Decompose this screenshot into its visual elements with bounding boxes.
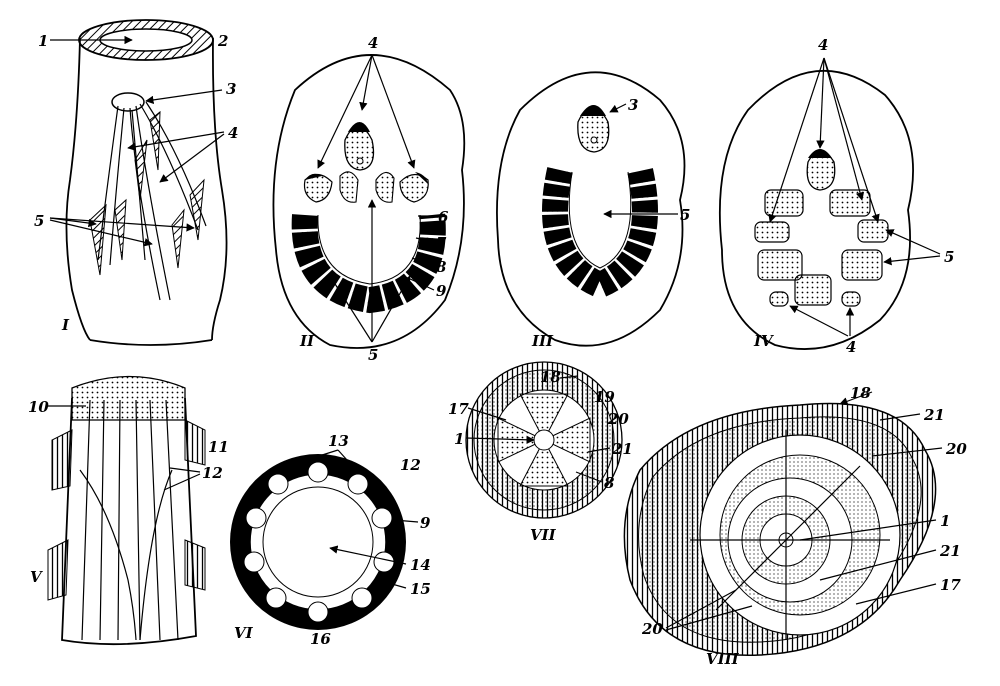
label-9: 9	[436, 282, 447, 300]
figure-6-numeral: VI	[234, 624, 254, 642]
label-4: 4	[818, 36, 828, 54]
label-19: 19	[594, 388, 615, 406]
label-20b: 20	[641, 620, 663, 638]
label-8: 8	[436, 258, 447, 276]
label-17: 17	[448, 400, 469, 418]
figure-5-numeral: V	[30, 568, 43, 586]
label-21: 21	[611, 440, 633, 458]
label-13: 13	[328, 432, 349, 450]
label-7: 7	[436, 234, 447, 252]
label-5: 5	[680, 206, 690, 224]
label-6: 6	[438, 208, 449, 226]
label-17: 17	[940, 576, 961, 594]
label-4: 4	[228, 124, 238, 142]
label-21: 21	[923, 406, 945, 424]
label-16: 16	[310, 630, 331, 648]
figure-1-numeral: I	[61, 316, 70, 334]
label-2: 2	[217, 32, 228, 50]
label-8: 8	[604, 474, 615, 492]
label-18: 18	[540, 368, 561, 386]
figure-3-numeral: III	[531, 332, 554, 350]
figure-3-cross-section: 3 5 III	[496, 71, 690, 350]
label-20: 20	[607, 410, 629, 428]
figure-2-numeral: II	[299, 332, 315, 350]
label-3: 3	[628, 96, 638, 114]
figure-4-numeral: IV	[753, 332, 774, 350]
label-12: 12	[400, 456, 421, 474]
label-5: 5	[368, 346, 378, 364]
label-5: 5	[944, 248, 954, 266]
figure-5-stem-strands: 10 11 12 V	[28, 375, 229, 646]
label-10: 10	[28, 398, 49, 416]
figure-6-ring-section: 13 12 9 14 15 16 VI	[230, 432, 431, 648]
label-4b: 4	[846, 338, 856, 356]
label-5: 5	[34, 212, 44, 230]
label-12: 12	[202, 464, 223, 482]
label-20: 20	[945, 440, 967, 458]
label-1: 1	[940, 512, 950, 530]
label-4: 4	[368, 34, 378, 52]
label-14: 14	[410, 556, 431, 574]
figure-8-mature-stem: 18 21 20 1 21 17 20 VIII	[623, 384, 967, 668]
figure-2-cross-section: 4 6 7 8 9 5 II	[272, 34, 466, 364]
figure-1-stem-cylinder: 1 2 3 4 5 I	[34, 19, 238, 346]
figure-8-numeral: VIII	[706, 650, 740, 668]
label-21b: 21	[939, 542, 961, 560]
label-18: 18	[850, 384, 871, 402]
label-11: 11	[208, 438, 229, 456]
label-9: 9	[420, 514, 431, 532]
label-1: 1	[454, 430, 464, 448]
label-15: 15	[410, 580, 431, 598]
label-1: 1	[38, 32, 48, 50]
figure-7-young-stem: 18 19 17 20 1 21 8 VII	[448, 361, 633, 544]
figure-7-numeral: VII	[530, 526, 557, 544]
figure-4-cross-section: 4 5 4 IV	[718, 36, 954, 356]
label-3: 3	[226, 80, 236, 98]
